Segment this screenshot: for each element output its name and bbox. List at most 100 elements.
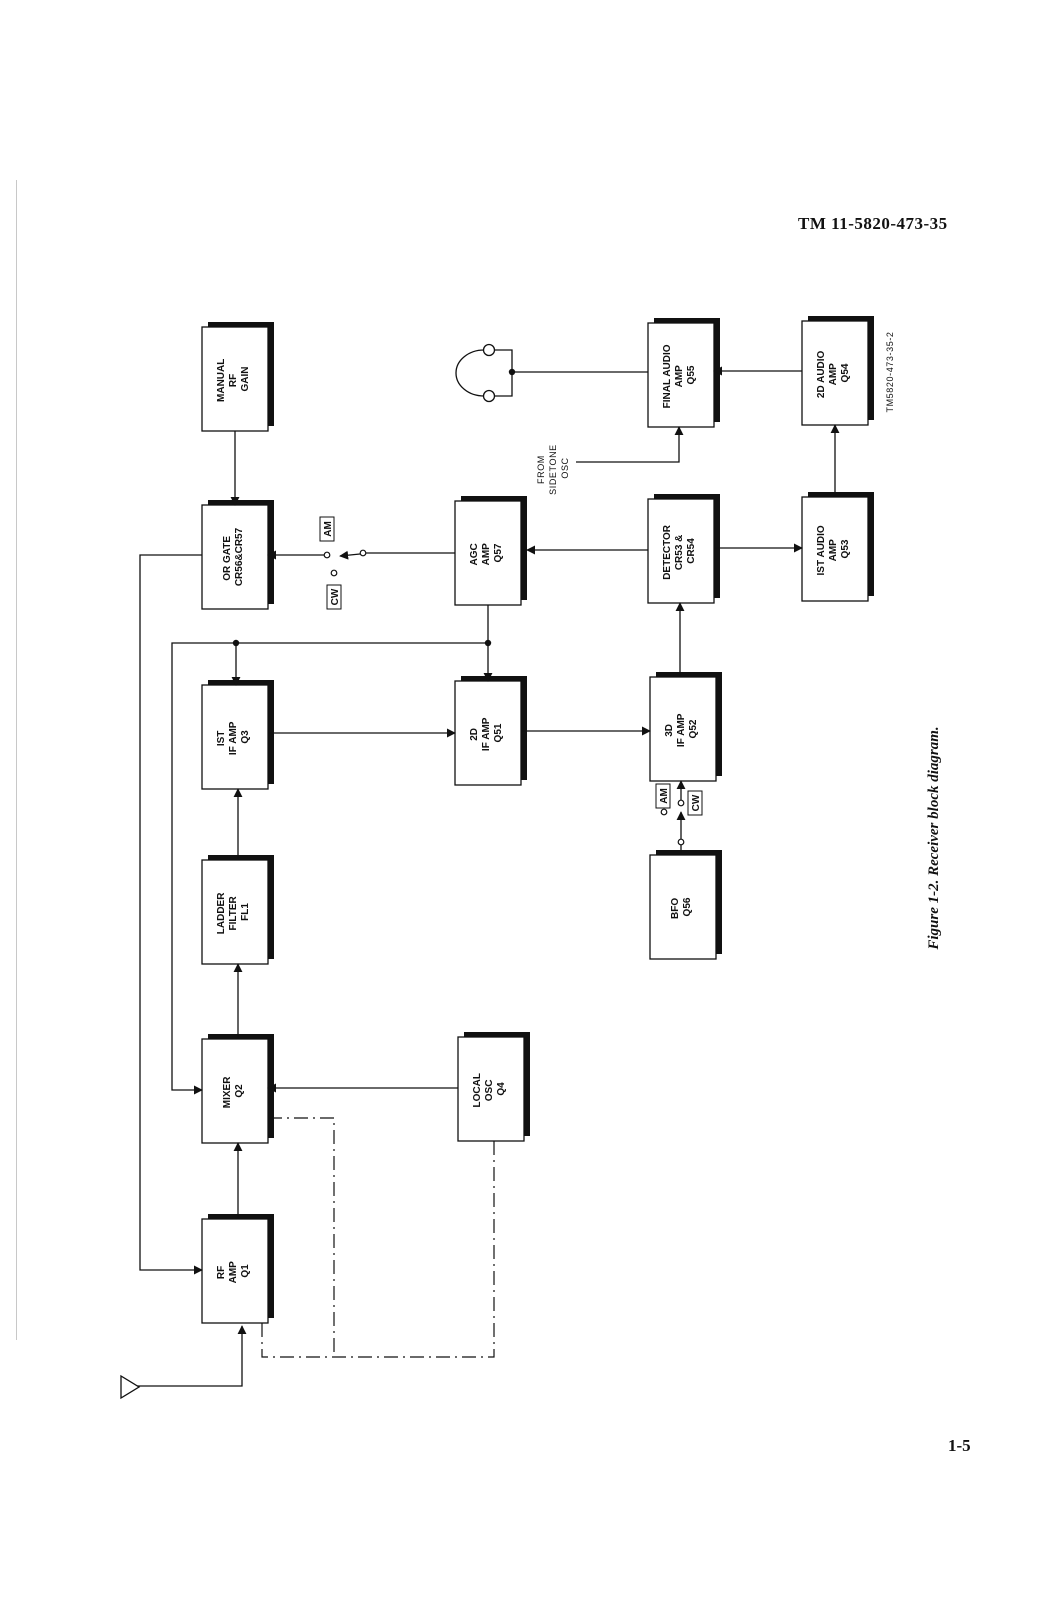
figure-caption: Figure 1-2. Receiver block diagram. [926, 726, 942, 950]
svg-text:BFO Q56: BFO Q56 [670, 895, 693, 919]
block-local-osc: LOCAL OSC Q4 [457, 1032, 530, 1142]
label-line: 2D AUDIO [816, 350, 827, 398]
label-line: Q51 [493, 723, 504, 742]
switch-contact-cw [677, 799, 685, 807]
label-line: RF [228, 374, 239, 387]
label-line: Q2 [234, 1084, 245, 1098]
label-line: LADDER [216, 892, 227, 934]
switch-contact [677, 838, 685, 846]
label-line: Q57 [493, 543, 504, 562]
linkage-rf-to-osc [261, 1141, 495, 1358]
svg-text:AM: AM [659, 788, 670, 804]
antenna-icon [120, 1374, 141, 1400]
block-detector: DETECTOR CR53 & CR54 [647, 494, 720, 604]
agc-switch-am-label: AM [319, 516, 335, 542]
label-line: AGC [469, 543, 480, 565]
sidetone-label: FROM SIDETONE OSC [536, 441, 570, 495]
label-line: AMP [674, 365, 685, 388]
wire-or-gate-to-rf-amp [139, 554, 203, 1275]
svg-text:LADDER FILTER FL1: LADDER FILTER FL1 [216, 890, 251, 934]
svg-text:CW: CW [330, 588, 341, 605]
label-line: IST AUDIO [816, 525, 827, 575]
label-line: CR53 & [674, 535, 685, 571]
label-line: IST [216, 731, 227, 747]
label-line: Q53 [840, 539, 851, 558]
label-line: 3D [664, 724, 675, 737]
junction-dot [484, 639, 492, 647]
label-line: Q4 [496, 1082, 507, 1096]
block-first-if-amp: IST IF AMP Q3 [201, 680, 274, 790]
block-ladder-filter: LADDER FILTER FL1 [201, 855, 274, 965]
tuning-linkage [261, 1117, 495, 1358]
headphones-icon [455, 343, 513, 403]
switch-contact [359, 549, 367, 557]
label-line: IF AMP [228, 721, 239, 755]
agc-switch-cw-label: CW [326, 584, 342, 610]
label-line: GAIN [240, 367, 251, 392]
label-line: Q56 [682, 897, 693, 916]
block-mixer: MIXER Q2 [201, 1034, 274, 1144]
svg-text:MANUAL RF GAIN: MANUAL RF GAIN [216, 356, 251, 402]
label-line: Q1 [240, 1264, 251, 1278]
svg-text:AGC AMP Q57: AGC AMP Q57 [469, 540, 504, 565]
document-id: TM 11-5820-473-35 [798, 214, 948, 233]
svg-text:IST AUDIO AMP Q53: IST AUDIO AMP Q53 [816, 523, 851, 576]
block-second-if-amp: 2D IF AMP Q51 [454, 676, 527, 786]
drawing-number: TM5820-473-35-2 [885, 331, 895, 412]
label-line: CR54 [686, 538, 697, 564]
block-final-audio-amp: FINAL AUDIO AMP Q55 [647, 318, 720, 428]
svg-text:DETECTOR CR53 & CR: DETECTOR CR53 & CR54 [662, 522, 697, 580]
label-line: AMP [481, 543, 492, 566]
switch-blade [339, 550, 361, 560]
label-line: CR56&CR57 [234, 527, 245, 586]
svg-text:AM: AM [323, 521, 334, 537]
label-line: Q54 [840, 363, 851, 382]
label-line: Q3 [240, 730, 251, 744]
page-number: 1-5 [948, 1436, 971, 1455]
label-line: Q55 [686, 365, 697, 384]
label-line: RF [216, 1266, 227, 1279]
bfo-switch-cw-label: CW [687, 790, 703, 816]
block-first-audio-amp: IST AUDIO AMP Q53 [801, 492, 874, 602]
label-line: FINAL AUDIO [662, 344, 673, 408]
svg-text:MIXER Q2: MIXER Q2 [222, 1074, 245, 1108]
block-or-gate: OR GATE CR56&CR57 [201, 500, 274, 610]
switch-contact-am [323, 551, 331, 559]
label-line: AMP [828, 539, 839, 562]
svg-text:LOCAL OSC Q4: LOCAL OSC Q4 [472, 1070, 507, 1107]
label-line: IF AMP [481, 717, 492, 751]
svg-text:2D IF AMP Q51: 2D IF AMP Q51 [469, 715, 504, 751]
label-line: DETECTOR [662, 524, 673, 580]
label-line: OSC [560, 457, 570, 478]
block-bfo: BFO Q56 [649, 850, 722, 960]
label-line: FL1 [240, 903, 251, 921]
svg-text:3D IF AMP Q52: 3D IF AMP Q52 [664, 711, 699, 747]
wire-sidetone-to-final [576, 426, 684, 463]
label-line: MANUAL [216, 359, 227, 402]
bfo-switch-am-label: AM [655, 783, 671, 809]
wire-antenna-to-rf-amp [139, 1325, 247, 1387]
label-line: FILTER [228, 895, 239, 930]
linkage-mixer [268, 1117, 335, 1357]
label-line: FROM [536, 455, 546, 484]
svg-text:IST IF AMP Q3: IST IF AMP Q3 [216, 719, 251, 755]
scan-edge-line [16, 180, 17, 1340]
label-line: BFO [670, 898, 681, 919]
connections [139, 366, 840, 1387]
junction-dot [232, 639, 240, 647]
label-line: LOCAL [472, 1073, 483, 1107]
label-line: OSC [484, 1080, 495, 1102]
label-line: OR GATE [222, 536, 233, 581]
svg-text:RF AMP Q1: RF AMP Q1 [216, 1259, 251, 1284]
label-line: AMP [828, 363, 839, 386]
svg-text:OR GATE CR56&CR57: OR GATE CR56&CR57 [222, 527, 245, 586]
label-line: AMP [228, 1261, 239, 1284]
switch-contact-cw [330, 569, 338, 577]
label-line: 2D [469, 728, 480, 741]
label-line: IF AMP [676, 713, 687, 747]
wire-agc-bus-to-mixer [171, 605, 489, 1095]
svg-text:CW: CW [691, 794, 702, 811]
label-line: MIXER [222, 1076, 233, 1108]
block-rf-amp: RF AMP Q1 [201, 1214, 274, 1324]
